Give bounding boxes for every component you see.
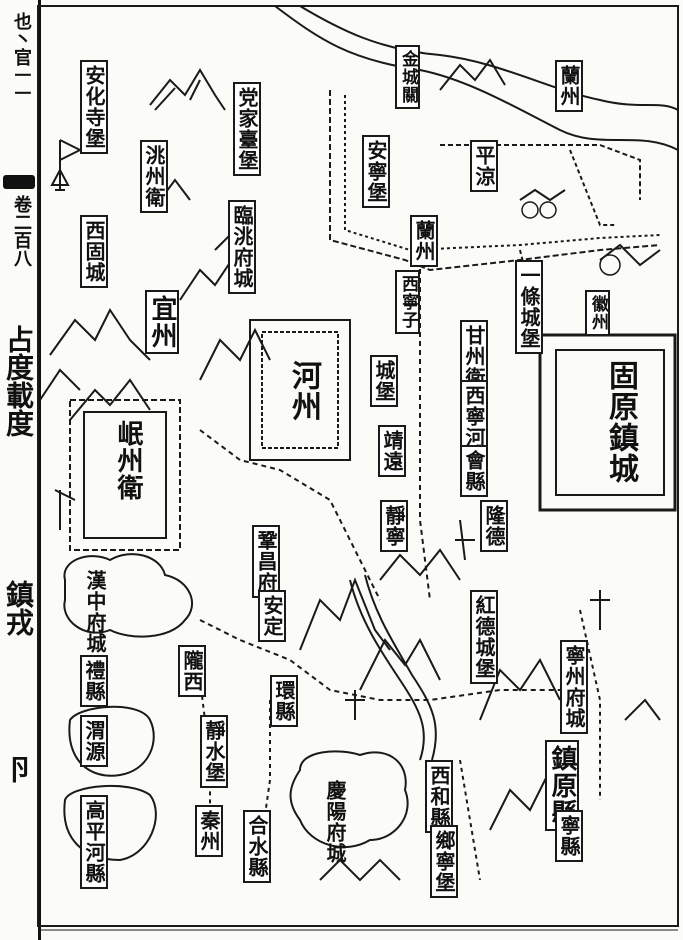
label-anning: 安寧堡 [362, 135, 390, 208]
hezhou-wall-outer [249, 319, 351, 461]
label-qinzhou: 秦州 [195, 805, 223, 857]
label-taozhou: 洮州衛 [140, 140, 168, 213]
guyuan-wall-inner [555, 349, 665, 496]
label-jingyuan: 靖遠 [378, 425, 406, 477]
label-xininghe: 西寧河 [460, 380, 488, 453]
minzhou-wall-inner [83, 411, 167, 539]
road-1 [199, 429, 381, 601]
label-xiangning: 鄉寧堡 [430, 825, 458, 898]
label-jincheng: 金城關 [395, 45, 420, 109]
margin-column: 也丶官㇐㇐ 卷二百八 占度載度 鎮戎 卪 [0, 0, 41, 940]
river-upper [274, 5, 679, 151]
margin-suffix: 鎮戎 [2, 580, 35, 636]
label-anding: 安定 [258, 590, 286, 642]
label-hanzhong: 漢中府城 [83, 570, 107, 654]
minzhou-wall [69, 399, 181, 551]
label-xigu: 西固城 [80, 215, 108, 288]
label-longde: 隆德 [480, 500, 508, 552]
label-weiyuan: 渭源 [80, 715, 108, 767]
label-xihe: 西和縣 [425, 760, 453, 833]
margin-black-bar [3, 175, 35, 189]
label-lanzhou: 蘭州 [555, 60, 583, 112]
river-middle [349, 579, 425, 761]
label-gongchang: 鞏昌府 [252, 525, 280, 598]
qingyang-wall [289, 750, 409, 849]
label-huizhou: 徽州 [585, 290, 610, 336]
label-hongde: 紅德城堡 [470, 590, 498, 684]
label-yitiao: 一條城堡 [515, 260, 543, 354]
margin-title: 占度載度 [2, 325, 35, 437]
label-qingyang: 慶陽府城 [323, 780, 347, 864]
wall-line-1 [329, 90, 661, 272]
label-guyuan: 固原鎮城 [603, 360, 638, 484]
map-border [37, 5, 679, 927]
wall-line-2 [344, 95, 661, 252]
road-2 [419, 260, 431, 601]
label-lanzhou2: 蘭州 [410, 215, 438, 267]
label-heshui: 合水縣 [243, 810, 271, 883]
label-xiningzi: 西寧子 [395, 270, 420, 334]
label-huixian: 會縣 [460, 445, 488, 497]
label-dangjia: 党家臺堡 [233, 82, 261, 176]
hanzhong-wall [63, 553, 194, 638]
label-anhua: 安化寺堡 [80, 60, 108, 154]
label-cheng: 城堡 [370, 355, 398, 407]
label-hezhou: 河州 [286, 360, 321, 422]
hezhou-wall-inner [261, 331, 339, 449]
label-huanxian: 環縣 [270, 675, 298, 727]
label-jingning: 靜寧 [380, 500, 408, 552]
label-jingshui: 靜水堡 [200, 715, 228, 788]
label-lintao: 臨洮府城 [228, 200, 256, 294]
road-3 [199, 619, 560, 701]
label-longxi: 隴西 [178, 645, 206, 697]
label-minzhou: 岷州衛 [113, 420, 143, 501]
margin-volume: 卷二百八 [11, 195, 32, 267]
label-pingliang: 平涼 [470, 140, 498, 192]
label-ningzhou: 寧州府城 [560, 640, 588, 734]
margin-top-glyph: 也丶官㇐㇐ [11, 12, 32, 102]
label-gaoping: 高平河縣 [80, 795, 108, 889]
label-lixian: 禮縣 [80, 655, 108, 707]
river-lower [299, 5, 679, 111]
label-yizhou: 宜州 [145, 290, 179, 354]
label-ningzhou2: 寧縣 [555, 810, 583, 862]
margin-page-mark: 卪 [2, 755, 35, 783]
watch-towers [50, 139, 610, 720]
